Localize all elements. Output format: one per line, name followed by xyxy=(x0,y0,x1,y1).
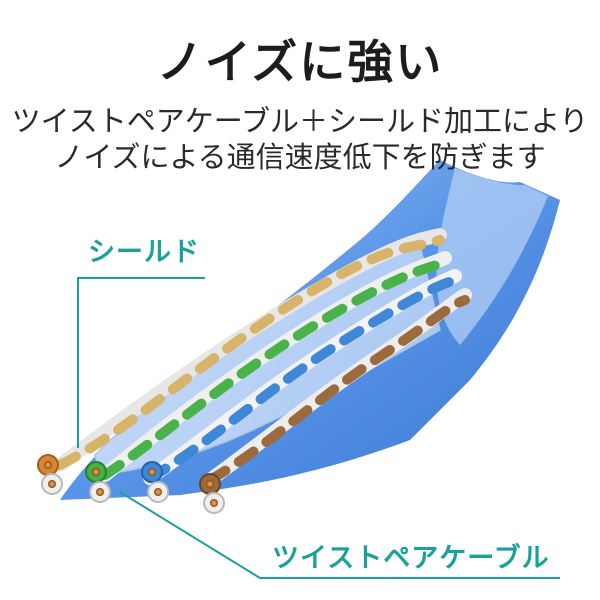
twisted-pair-leader-line xyxy=(119,491,560,579)
headline: ノイズに強い xyxy=(156,35,444,89)
wire-ends xyxy=(37,454,225,514)
twisted-pair-callout-label: ツイストペアケーブル xyxy=(272,543,550,574)
subtitle-line-2: ノイズによる通信速度低下を防ぎます xyxy=(54,140,546,174)
shield-callout-label: シールド xyxy=(88,237,200,268)
subtitle-line-1: ツイストペアケーブル＋シールド加工により xyxy=(11,104,589,138)
shield-leader-line xyxy=(77,277,205,448)
twisted-pairs xyxy=(53,228,472,487)
